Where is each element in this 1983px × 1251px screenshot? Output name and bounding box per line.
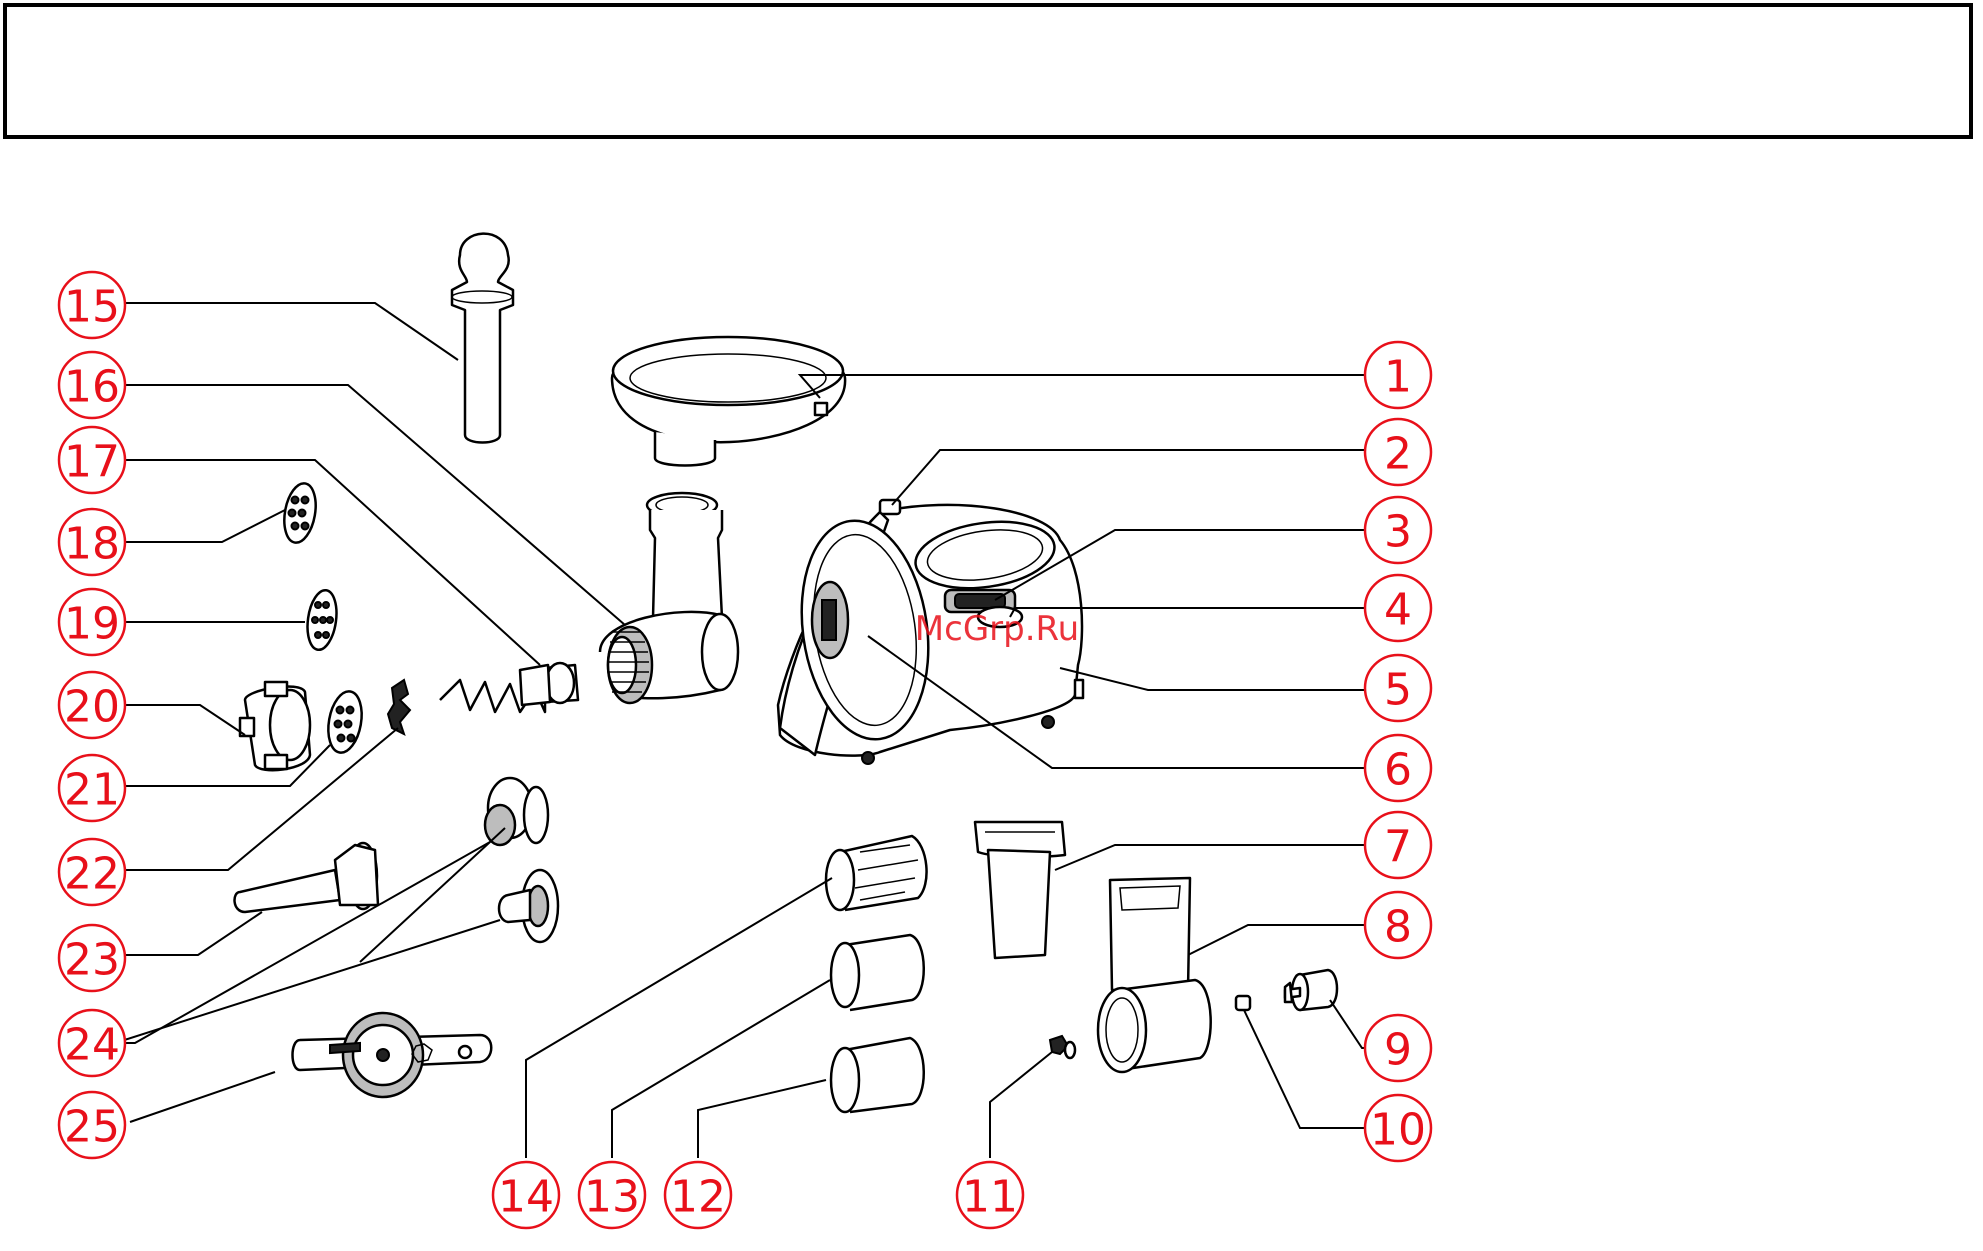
callout-2: 2 [1365,419,1431,485]
callout-15: 15 [59,272,125,338]
callout-17: 17 [59,427,125,493]
part-ring-nut [240,682,310,770]
callout-20-number: 20 [64,682,120,733]
callout-12-number: 12 [670,1172,726,1223]
callout-3: 3 [1365,497,1431,563]
callout-9: 9 [1365,1015,1431,1081]
callout-11: 11 [957,1162,1023,1228]
part-tray [612,337,845,466]
callout-8: 8 [1365,892,1431,958]
callout-24-number: 24 [64,1020,120,1071]
callout-7: 7 [1365,812,1431,878]
part-drum-slicing [831,1038,924,1112]
part-small-screw [1050,1036,1075,1058]
callout-6-number: 6 [1384,745,1412,796]
callout-19: 19 [59,589,125,655]
callout-23: 23 [59,925,125,991]
callout-19-number: 19 [64,599,120,650]
callout-11-number: 11 [962,1172,1018,1223]
callout-4-number: 4 [1384,585,1412,636]
callout-10-number: 10 [1370,1105,1426,1156]
callout-18: 18 [59,509,125,575]
callout-14-number: 14 [498,1172,554,1223]
part-slicer-pusher [975,822,1065,958]
callout-5-number: 5 [1384,665,1412,716]
callout-8-number: 8 [1384,902,1412,953]
callout-24: 24 [59,1010,125,1076]
callout-14: 14 [493,1162,559,1228]
callout-1-number: 1 [1384,352,1412,403]
part-drum-shredding [826,836,927,910]
callout-7-number: 7 [1384,822,1412,873]
callout-25-number: 25 [64,1102,120,1153]
part-sausage-nozzle [235,843,378,912]
callout-5: 5 [1365,655,1431,721]
callout-3-number: 3 [1384,507,1412,558]
head-thread-ring [608,627,652,703]
part-small-nut [1236,996,1250,1010]
callout-17-number: 17 [64,437,120,488]
callout-4: 4 [1365,575,1431,641]
callout-6: 6 [1365,735,1431,801]
part-pusher [452,234,513,443]
callout-23-number: 23 [64,935,120,986]
part-drum-grating [831,935,924,1010]
callout-22: 22 [59,839,125,905]
part-screw [440,663,578,712]
part-multi-tool [293,1013,492,1097]
callout-18-number: 18 [64,519,120,570]
callout-1: 1 [1365,342,1431,408]
watermark: McGrp.Ru [915,609,1079,649]
part-plate-fine [280,481,320,545]
callout-25: 25 [59,1092,125,1158]
part-drive-shaft [1285,970,1337,1010]
callout-20: 20 [59,672,125,738]
callout-21-number: 21 [64,765,120,816]
part-slicer-housing [1098,878,1211,1072]
callout-10: 10 [1365,1095,1431,1161]
callout-12: 12 [665,1162,731,1228]
callout-13: 13 [579,1162,645,1228]
callout-16: 16 [59,352,125,418]
callout-22-number: 22 [64,849,120,900]
callout-2-number: 2 [1384,429,1412,480]
part-plate-coarse [304,588,340,651]
callout-21: 21 [59,755,125,821]
part-kebbe-attachment [485,778,558,942]
part-cutting-blade [388,680,410,734]
callout-15-number: 15 [64,282,120,333]
part-head-housing [600,493,738,703]
callout-9-number: 9 [1384,1025,1412,1076]
callout-13-number: 13 [584,1172,640,1223]
callout-16-number: 16 [64,362,120,413]
